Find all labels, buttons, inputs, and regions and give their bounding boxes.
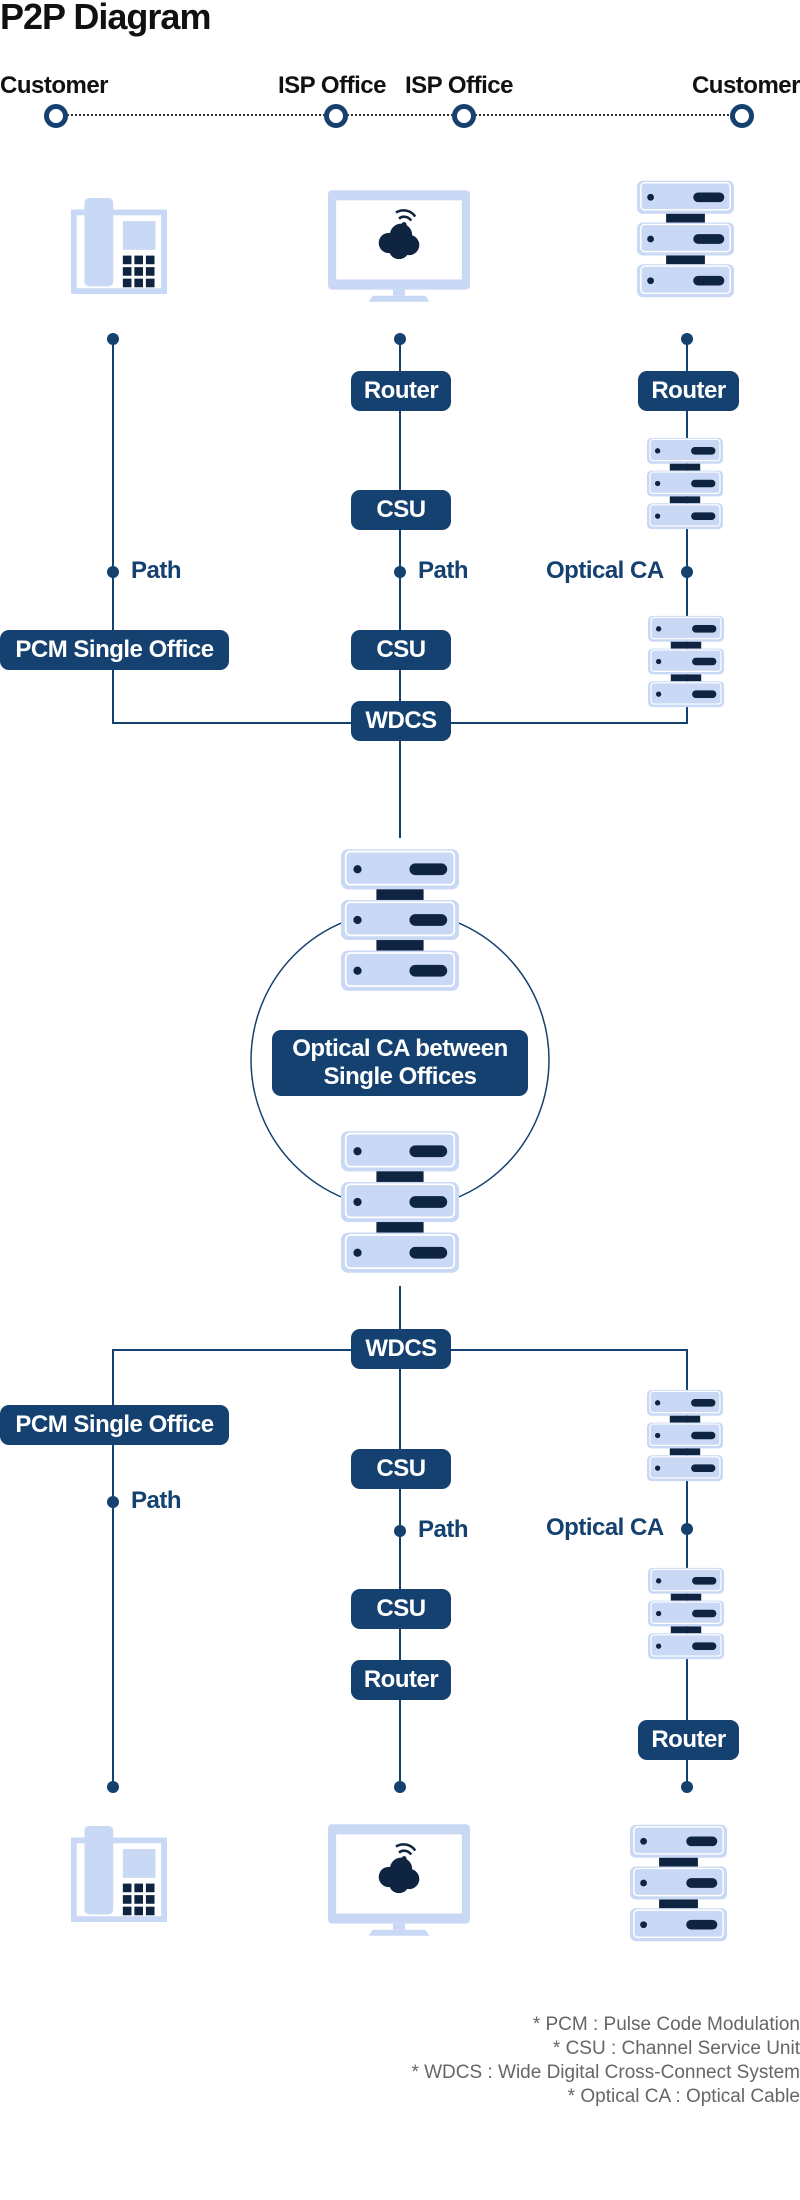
endpoint-dot [107, 333, 119, 345]
endpoint-dot [107, 1781, 119, 1793]
connector-line [112, 1349, 114, 1790]
optical-dot [681, 566, 693, 578]
connector-line [112, 338, 114, 724]
server-rack-icon [630, 1824, 727, 1942]
optical-ca-label: Optical CA [546, 557, 664, 584]
page-title: P2P Diagram [0, 0, 211, 37]
timeline-node [730, 104, 754, 128]
timeline-line [60, 114, 740, 116]
router-node: Router [351, 371, 451, 411]
timeline-label-isp-right: ISP Office [405, 72, 513, 99]
endpoint-dot [681, 333, 693, 345]
phone-icon [71, 196, 167, 296]
server-rack-icon [637, 180, 734, 298]
csu-node: CSU [351, 490, 451, 530]
phone-icon [71, 1824, 167, 1924]
endpoint-dot [681, 1781, 693, 1793]
endpoint-dot [394, 1781, 406, 1793]
server-rack-icon [648, 1567, 724, 1660]
timeline-node [44, 104, 68, 128]
path-label: Path [418, 557, 469, 584]
optical-ca-label: Optical CA [546, 1514, 664, 1541]
connector-line [686, 338, 688, 724]
server-rack-icon [648, 615, 724, 708]
optical-dot [681, 1523, 693, 1535]
pcm-single-office-node: PCM Single Office [0, 1405, 229, 1445]
node-label-line: Optical CA between [292, 1035, 508, 1062]
footnote-pcm: * PCM : Pulse Code Modulation [532, 2014, 800, 2035]
timeline-label-customer-right: Customer [691, 72, 800, 99]
footnote-wdcs: * WDCS : Wide Digital Cross-Connect Syst… [411, 2062, 800, 2083]
wdcs-node: WDCS [351, 701, 451, 741]
footnotes: * PCM : Pulse Code Modulation * CSU : Ch… [411, 2013, 800, 2109]
connector-line [399, 1286, 401, 1790]
path-label: Path [131, 1487, 182, 1514]
monitor-cloud-icon [328, 1824, 470, 1936]
wdcs-node: WDCS [351, 1329, 451, 1369]
monitor-cloud-icon [328, 190, 470, 302]
csu-node: CSU [351, 1589, 451, 1629]
path-dot [394, 566, 406, 578]
endpoint-dot [394, 333, 406, 345]
server-rack-icon [647, 437, 723, 530]
footnote-csu: * CSU : Channel Service Unit [552, 2038, 800, 2059]
path-label: Path [131, 557, 182, 584]
server-rack-icon [341, 849, 459, 991]
path-dot [107, 566, 119, 578]
timeline-label-customer-left: Customer [0, 72, 109, 99]
router-node: Router [638, 371, 739, 411]
csu-node: CSU [351, 1449, 451, 1489]
path-label: Path [418, 1516, 469, 1543]
router-node: Router [351, 1660, 451, 1700]
pcm-single-office-node: PCM Single Office [0, 630, 229, 670]
footnote-optical-ca: * Optical CA : Optical Cable [567, 2086, 800, 2107]
server-rack-icon [341, 1131, 459, 1273]
path-dot [394, 1525, 406, 1537]
timeline-node [452, 104, 476, 128]
timeline-label-isp-left: ISP Office [278, 72, 386, 99]
router-node: Router [638, 1720, 739, 1760]
timeline-node [324, 104, 348, 128]
server-rack-icon [647, 1389, 723, 1482]
path-dot [107, 1496, 119, 1508]
node-label-line: Single Offices [323, 1063, 477, 1090]
csu-node: CSU [351, 630, 451, 670]
optical-ca-between-offices-node: Optical CA between Single Offices [272, 1030, 528, 1096]
connector-line [399, 338, 401, 838]
